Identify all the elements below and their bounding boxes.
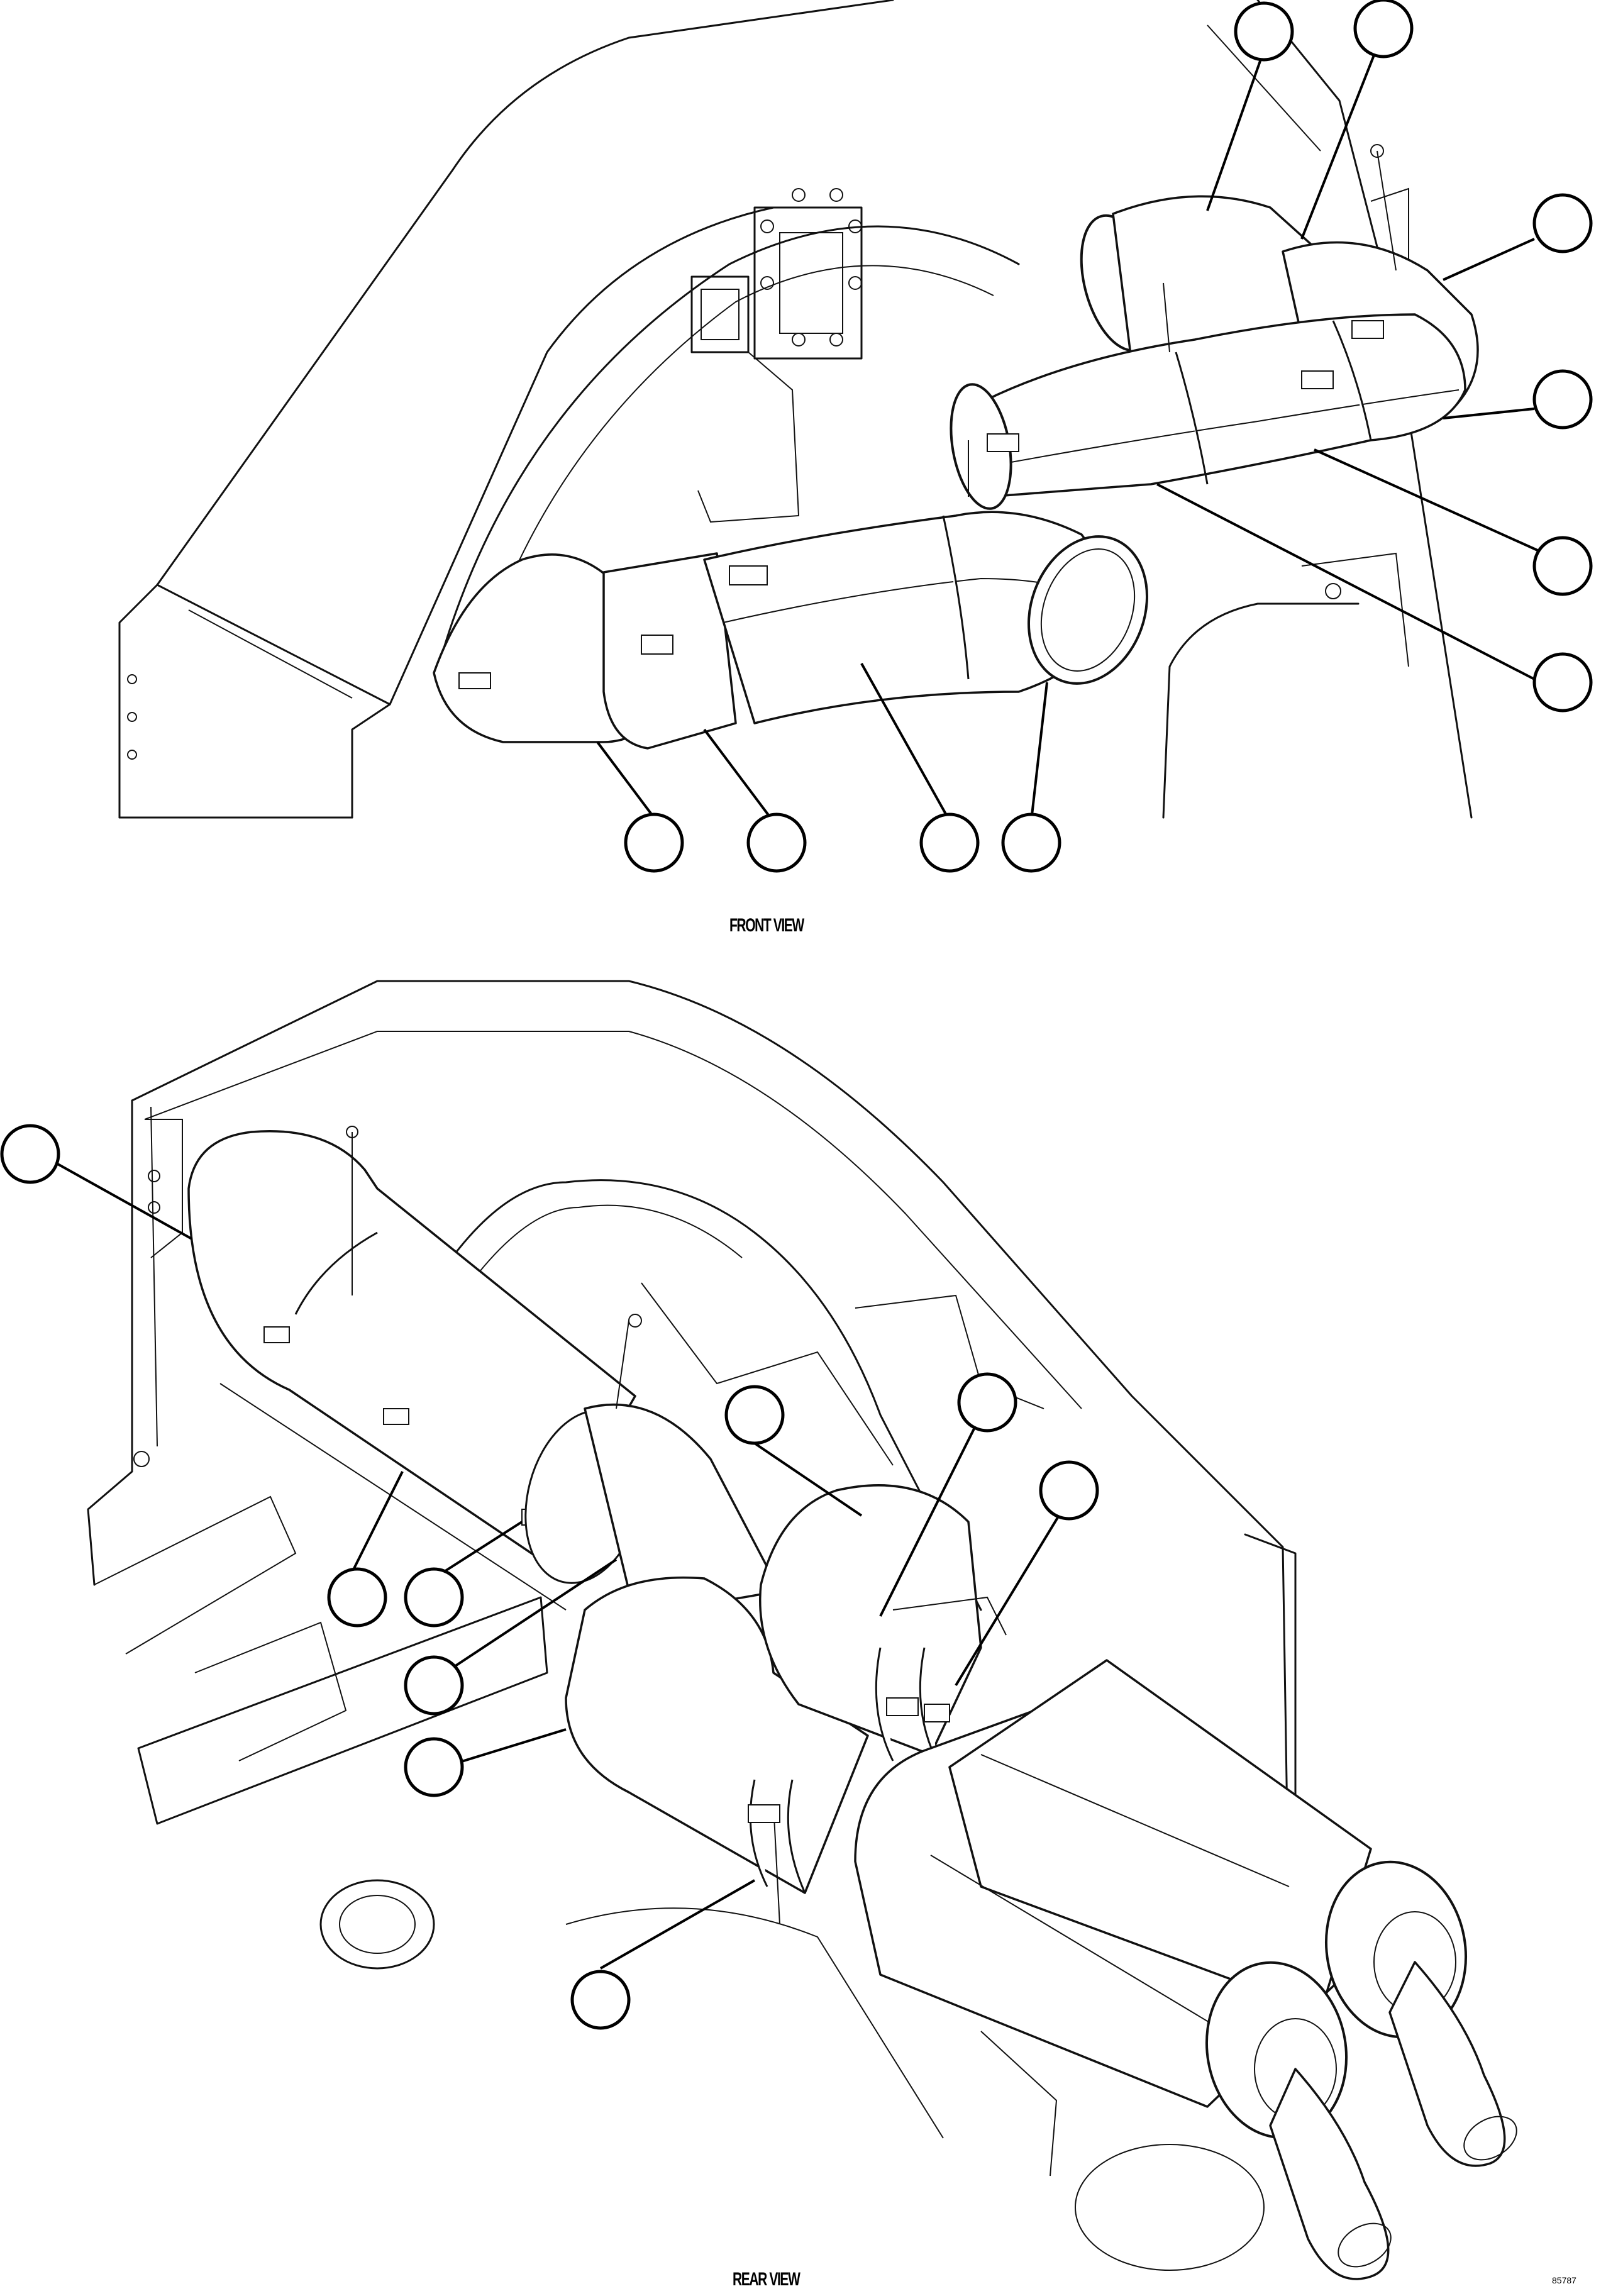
leader-line <box>1314 448 1538 552</box>
leader-line <box>443 1728 567 1768</box>
callout-balloon <box>1001 812 1061 873</box>
leader-line <box>600 1879 755 1970</box>
leader-line <box>442 1521 523 1573</box>
leader-line <box>1030 682 1048 821</box>
callout-balloon <box>624 812 684 873</box>
leader-line <box>1443 408 1535 419</box>
leader-line <box>1300 47 1378 240</box>
callout-balloon <box>0 1124 60 1184</box>
front-view-callouts <box>596 0 1593 873</box>
callout-balloon <box>404 1737 464 1797</box>
front-view-drawing <box>118 0 1479 819</box>
callout-balloon <box>1039 1460 1099 1521</box>
callout-balloon <box>919 812 980 873</box>
callout-balloon <box>957 1372 1017 1433</box>
callout-balloon <box>746 812 807 873</box>
leader-line <box>1206 50 1265 211</box>
leader-line <box>955 1508 1064 1687</box>
callout-balloon <box>1532 193 1593 253</box>
callout-balloon <box>404 1567 464 1628</box>
callout-balloon <box>1532 652 1593 713</box>
leader-line <box>879 1427 976 1617</box>
callout-balloon <box>570 1970 631 2030</box>
callout-balloon <box>724 1385 785 1445</box>
callout-balloon <box>1353 0 1414 58</box>
callout-balloon <box>1532 369 1593 430</box>
figure-id: 85787 <box>1552 2275 1576 2285</box>
leader-line <box>56 1162 192 1240</box>
callout-balloon <box>1532 536 1593 596</box>
leader-line <box>1156 483 1535 680</box>
rear-view-callouts <box>0 1124 1099 2030</box>
callout-balloon <box>1234 1 1294 62</box>
rear-view-drawing <box>87 980 1517 2280</box>
front-view-label: FRONT VIEW <box>729 915 804 936</box>
leader-line <box>439 1558 618 1677</box>
leader-line <box>753 1442 863 1517</box>
leader-line <box>703 728 772 819</box>
leader-line <box>351 1471 404 1573</box>
rear-view-label: REAR VIEW <box>733 2269 800 2290</box>
leader-line <box>860 663 951 821</box>
leader-line <box>1443 238 1535 281</box>
leader-line <box>596 741 655 819</box>
callout-balloon <box>327 1567 387 1628</box>
callout-balloon <box>404 1655 464 1716</box>
